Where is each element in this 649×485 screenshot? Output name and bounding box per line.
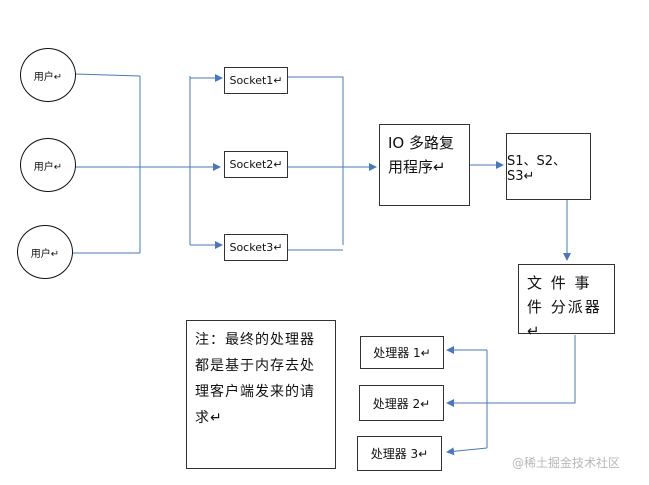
socket-label: Socket2↵ — [229, 158, 283, 171]
user-node-1: 用户↵ — [20, 48, 76, 102]
user-label: 用户↵ — [33, 71, 63, 83]
watermark: @稀土掘金技术社区 — [512, 456, 621, 470]
processor-label: 处理器 1↵ — [373, 346, 431, 360]
socket1-out-line — [288, 76, 344, 245]
user1-line — [74, 73, 141, 77]
sockets-queue-label: S1、S2、S3↵ — [507, 153, 567, 184]
processor-label: 处理器 3↵ — [370, 447, 429, 461]
note-text: 注：最终的处理器都是基于内存去处理客户端发来的请求↵ — [195, 332, 315, 426]
processor1-box: 处理器 1↵ — [360, 336, 444, 369]
socket-label: Socket1↵ — [229, 74, 283, 87]
io-multiplexer-box: IO 多路复用程序↵ — [379, 124, 470, 206]
socket2-box: Socket2↵ — [224, 151, 288, 178]
user-label: 用户↵ — [33, 161, 63, 173]
sockets-queue-box: S1、S2、S3↵ — [506, 133, 591, 200]
to-proc3-arrow — [446, 447, 488, 456]
socket1-box: Socket1↵ — [224, 67, 288, 94]
event-dispatcher-label: 文 件 事 件 分派器↵ — [527, 274, 602, 340]
user-node-2: 用户↵ — [20, 138, 76, 192]
io-multiplexer-label: IO 多路复用程序↵ — [388, 134, 454, 176]
processor2-box: 处理器 2↵ — [359, 385, 444, 421]
socket-label: Socket3↵ — [229, 241, 283, 254]
socket3-box: Socket3↵ — [224, 234, 288, 261]
dispatcher-to-proc2-arrow — [446, 335, 576, 407]
event-dispatcher-box: 文 件 事 件 分派器↵ — [518, 264, 615, 340]
processor-label: 处理器 2↵ — [372, 396, 431, 411]
user-label: 用户↵ — [30, 248, 60, 260]
note-box: 注：最终的处理器都是基于内存去处理客户端发来的请求↵ — [186, 320, 336, 469]
processor3-box: 处理器 3↵ — [357, 436, 442, 471]
user-node-3: 用户↵ — [17, 225, 73, 279]
